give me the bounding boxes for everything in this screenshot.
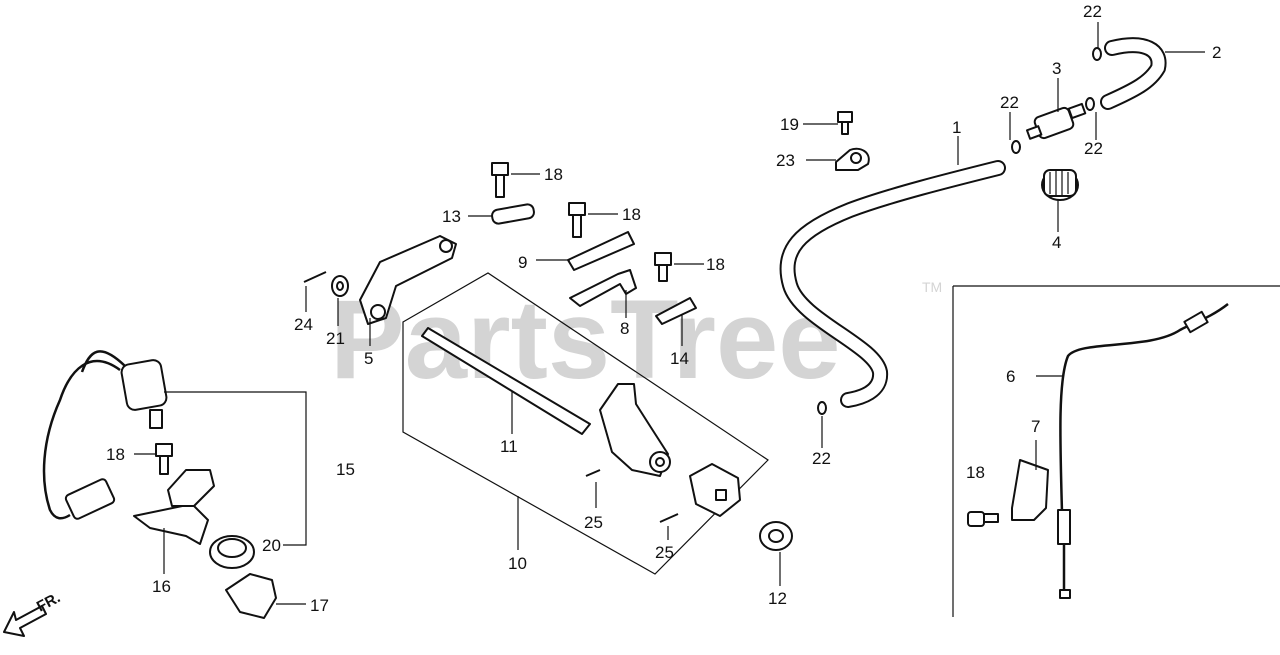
callout-4: 4 (1052, 233, 1061, 252)
callouts: 1 2 3 4 5 6 7 8 9 10 11 12 13 14 15 16 1… (106, 2, 1221, 615)
part-bolt-18d (155, 443, 173, 475)
callout-18c: 18 (706, 255, 725, 274)
callout-2: 2 (1212, 43, 1221, 62)
part-bolt-18a (491, 162, 509, 198)
part-bolt-19 (837, 111, 853, 135)
part-hose (779, 160, 1006, 408)
part-bolt-18c (654, 252, 672, 282)
part-clip-right (1085, 97, 1095, 111)
callout-7: 7 (1031, 417, 1040, 436)
part-nut-12 (759, 521, 793, 551)
part-filter (1041, 169, 1079, 201)
part-clamp-23 (835, 147, 870, 171)
part-bracket-8 (569, 269, 637, 307)
callout-1: 1 (952, 118, 961, 137)
callout-17: 17 (310, 596, 329, 615)
callout-16: 16 (152, 577, 171, 596)
part-pipe (1100, 37, 1167, 110)
part-pin-24 (303, 271, 327, 283)
part-bracket-7 (1011, 459, 1049, 521)
part-shaft-11 (421, 327, 591, 435)
part-switch-wire (42, 350, 126, 520)
part-pin-25b (659, 513, 679, 523)
callout-18a: 18 (544, 165, 563, 184)
callout-25a: 25 (584, 513, 603, 532)
part-clip-valve (1011, 140, 1021, 154)
callout-25b: 25 (655, 543, 674, 562)
part-boot-17 (225, 573, 277, 619)
callout-5: 5 (364, 349, 373, 368)
trademark: TM (922, 279, 942, 295)
callout-22b: 22 (1000, 93, 1019, 112)
part-clip-top (1092, 47, 1102, 61)
part-arm-5 (359, 235, 457, 325)
callout-18d: 18 (106, 445, 125, 464)
callout-3: 3 (1052, 59, 1061, 78)
callout-13: 13 (442, 207, 461, 226)
part-plate-14 (655, 297, 697, 325)
callout-11: 11 (500, 437, 518, 456)
callout-23: 23 (776, 151, 795, 170)
part-detent (689, 463, 741, 517)
part-bolt-18b (568, 202, 586, 238)
part-ring-20 (209, 535, 255, 569)
part-pin-25a (585, 469, 601, 477)
part-selector (599, 383, 671, 477)
part-plate-13 (491, 203, 535, 225)
callout-10: 10 (508, 554, 527, 573)
callout-15: 15 (336, 460, 355, 479)
callout-22c: 22 (1084, 139, 1103, 158)
part-switch (120, 359, 168, 429)
callout-8: 8 (620, 319, 629, 338)
callout-9: 9 (518, 253, 527, 272)
callout-22a: 22 (1083, 2, 1102, 21)
part-cable-6 (1057, 303, 1229, 599)
callout-24: 24 (294, 315, 313, 334)
part-valve (1011, 102, 1087, 154)
inset-box (952, 285, 1280, 617)
leader-lines (134, 22, 1205, 605)
callout-21: 21 (326, 329, 345, 348)
callout-14: 14 (670, 349, 689, 368)
front-direction-arrow: FR. (3, 589, 63, 637)
part-clip-lower (817, 401, 827, 415)
callout-20: 20 (262, 536, 281, 555)
part-plate-9 (567, 231, 635, 271)
callout-6: 6 (1006, 367, 1015, 386)
part-bracket-16 (133, 469, 215, 545)
assembly-box-10 (402, 272, 769, 575)
callout-18e: 18 (966, 463, 985, 482)
callout-19: 19 (780, 115, 799, 134)
callout-18b: 18 (622, 205, 641, 224)
bracket-line-15 (164, 391, 307, 546)
callout-12: 12 (768, 589, 787, 608)
part-connector (64, 478, 116, 520)
callout-22d: 22 (812, 449, 831, 468)
part-bolt-18e (967, 511, 999, 527)
